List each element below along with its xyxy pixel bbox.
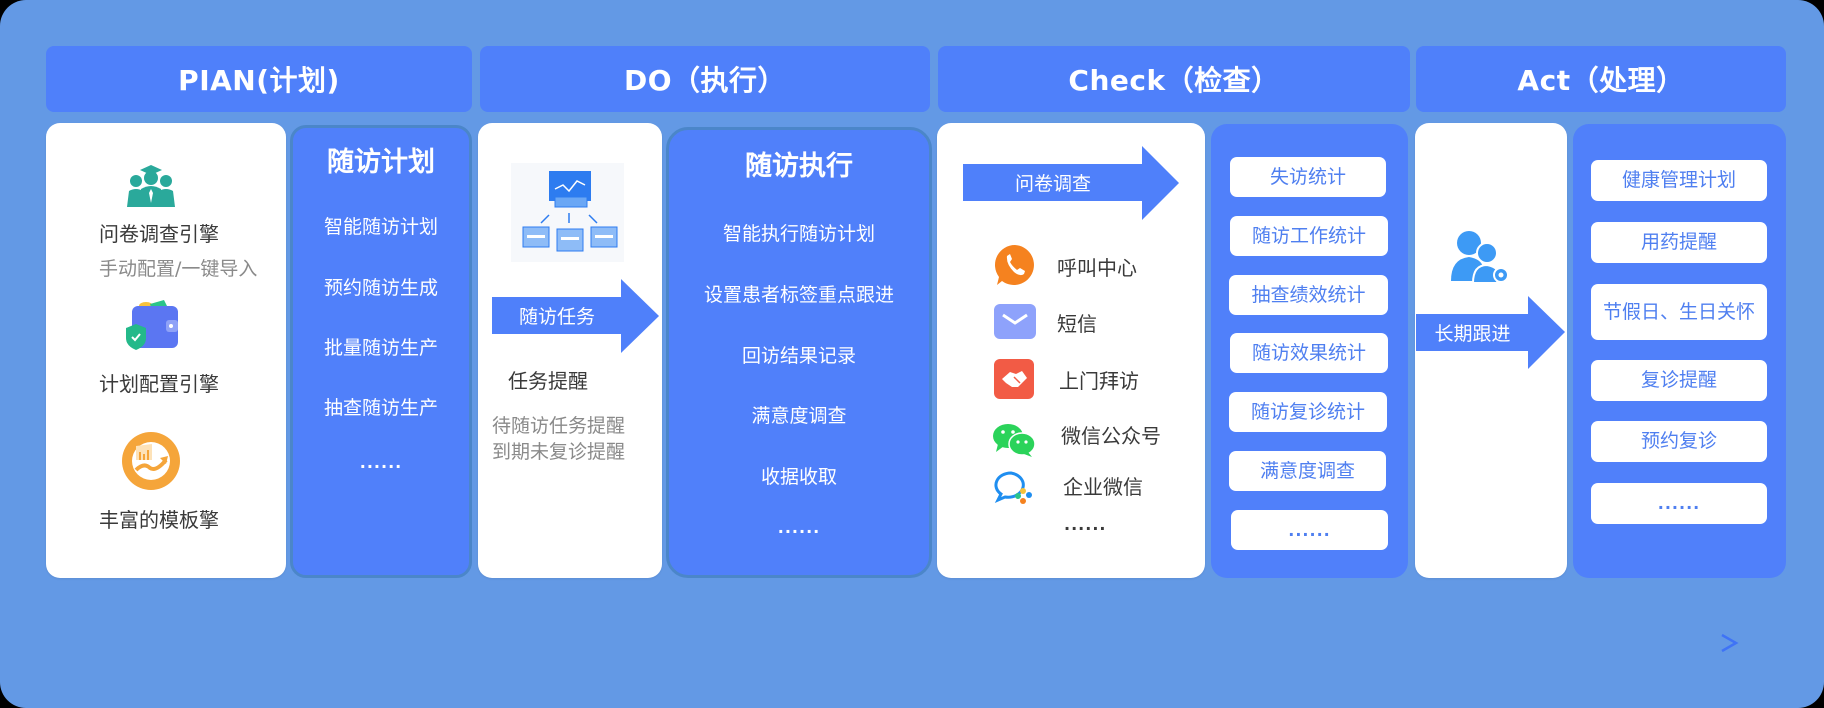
header-plan: PIAN(计划) (46, 46, 472, 112)
reminder-line: 到期未复诊提醒 (492, 441, 626, 463)
channel-more: ...... (1064, 515, 1107, 534)
header-do: DO（执行） (480, 46, 930, 112)
plan-panel-title: 随访计划 (327, 147, 435, 178)
do-item: 收据收取 (760, 466, 837, 488)
header-act: Act（处理） (1416, 46, 1786, 112)
engine-label: 丰富的模板擎 (99, 508, 219, 532)
workflow-diagram-icon (511, 163, 624, 262)
do-item-more: ...... (777, 518, 821, 537)
do-panel-title: 随访执行 (745, 151, 853, 182)
act-pill: 用药提醒 (1591, 222, 1767, 263)
do-item: 智能执行随访计划 (722, 223, 875, 245)
stat-pill: 失访统计 (1230, 157, 1386, 197)
survey-arrow: 问卷调查 (963, 146, 1181, 220)
sms-envelope-icon (994, 304, 1036, 339)
stat-pill: 满意度调查 (1229, 451, 1386, 491)
plan-item: 抽查随访生产 (323, 397, 438, 419)
handshake-icon (994, 359, 1034, 399)
wecom-icon (993, 471, 1035, 507)
survey-arrow-label: 问卷调查 (963, 164, 1143, 201)
task-arrow: 随访任务 (492, 279, 659, 353)
reminder-line: 待随访任务提醒 (492, 415, 626, 437)
arrow-head-icon (1528, 296, 1565, 369)
arrow-head-icon (1142, 146, 1179, 220)
act-pill: 节假日、生日关怀 (1591, 284, 1767, 340)
do-item: 回访结果记录 (741, 345, 856, 367)
engine-label: 计划配置引擎 (99, 372, 219, 396)
act-panel: 健康管理计划 用药提醒 节假日、生日关怀 复诊提醒 预约复诊 ...... (1573, 124, 1786, 578)
act-pill: 复诊提醒 (1591, 360, 1767, 401)
plan-item: 批量随访生产 (323, 337, 438, 359)
team-graduate-icon (126, 163, 176, 207)
channel-label: 企业微信 (1063, 475, 1143, 499)
plan-item: 预约随访生成 (323, 277, 438, 299)
channel-label: 微信公众号 (1061, 424, 1161, 448)
do-panel: 随访执行 智能执行随访计划 设置患者标签重点跟进 回访结果记录 满意度调查 收据… (666, 127, 932, 578)
act-followup-card: 长期跟进 (1415, 123, 1567, 578)
check-channels-card: 问卷调查 呼叫中心 短信 上门拜访 (937, 123, 1205, 578)
stat-pill: 抽查绩效统计 (1229, 275, 1388, 315)
task-arrow-label: 随访任务 (492, 297, 622, 334)
wechat-icon (992, 422, 1036, 458)
reminder-title: 任务提醒 (508, 369, 588, 393)
arrow-head-icon (621, 279, 659, 353)
plan-item-more: ...... (359, 453, 403, 472)
do-item: 设置患者标签重点跟进 (703, 284, 894, 306)
do-item: 满意度调查 (751, 405, 847, 427)
plan-panel: 随访计划 智能随访计划 预约随访生成 批量随访生产 抽查随访生产 ...... (290, 125, 472, 578)
stat-pill: 随访复诊统计 (1229, 392, 1387, 432)
wallet-shield-icon (126, 298, 180, 350)
channel-label: 呼叫中心 (1057, 256, 1137, 280)
timeline-arrow-icon (80, 632, 1744, 654)
stat-pill: 随访工作统计 (1230, 216, 1388, 256)
stat-pill-more: ...... (1231, 510, 1388, 550)
users-gear-icon (1451, 229, 1513, 285)
plan-item: 智能随访计划 (323, 216, 438, 238)
stat-pill: 随访效果统计 (1230, 333, 1388, 373)
engine-label: 问卷调查引擎 (99, 222, 219, 246)
header-check: Check（检查） (938, 46, 1410, 112)
chart-trend-icon (122, 432, 180, 490)
do-task-card: 随访任务 任务提醒 待随访任务提醒 到期未复诊提醒 (478, 123, 662, 578)
longterm-arrow-label: 长期跟进 (1416, 314, 1529, 351)
phone-icon (994, 244, 1036, 286)
act-pill: 预约复诊 (1591, 421, 1767, 462)
check-stats-panel: 失访统计 随访工作统计 抽查绩效统计 随访效果统计 随访复诊统计 满意度调查 .… (1211, 124, 1408, 578)
channel-label: 上门拜访 (1059, 369, 1139, 393)
engine-sub-label: 手动配置/一键导入 (99, 258, 258, 280)
act-pill: 健康管理计划 (1591, 160, 1767, 201)
longterm-arrow: 长期跟进 (1416, 296, 1566, 369)
channel-label: 短信 (1057, 312, 1097, 336)
act-pill-more: ...... (1591, 483, 1767, 524)
plan-engines-card: 问卷调查引擎 手动配置/一键导入 计划配置引擎 (46, 123, 286, 578)
